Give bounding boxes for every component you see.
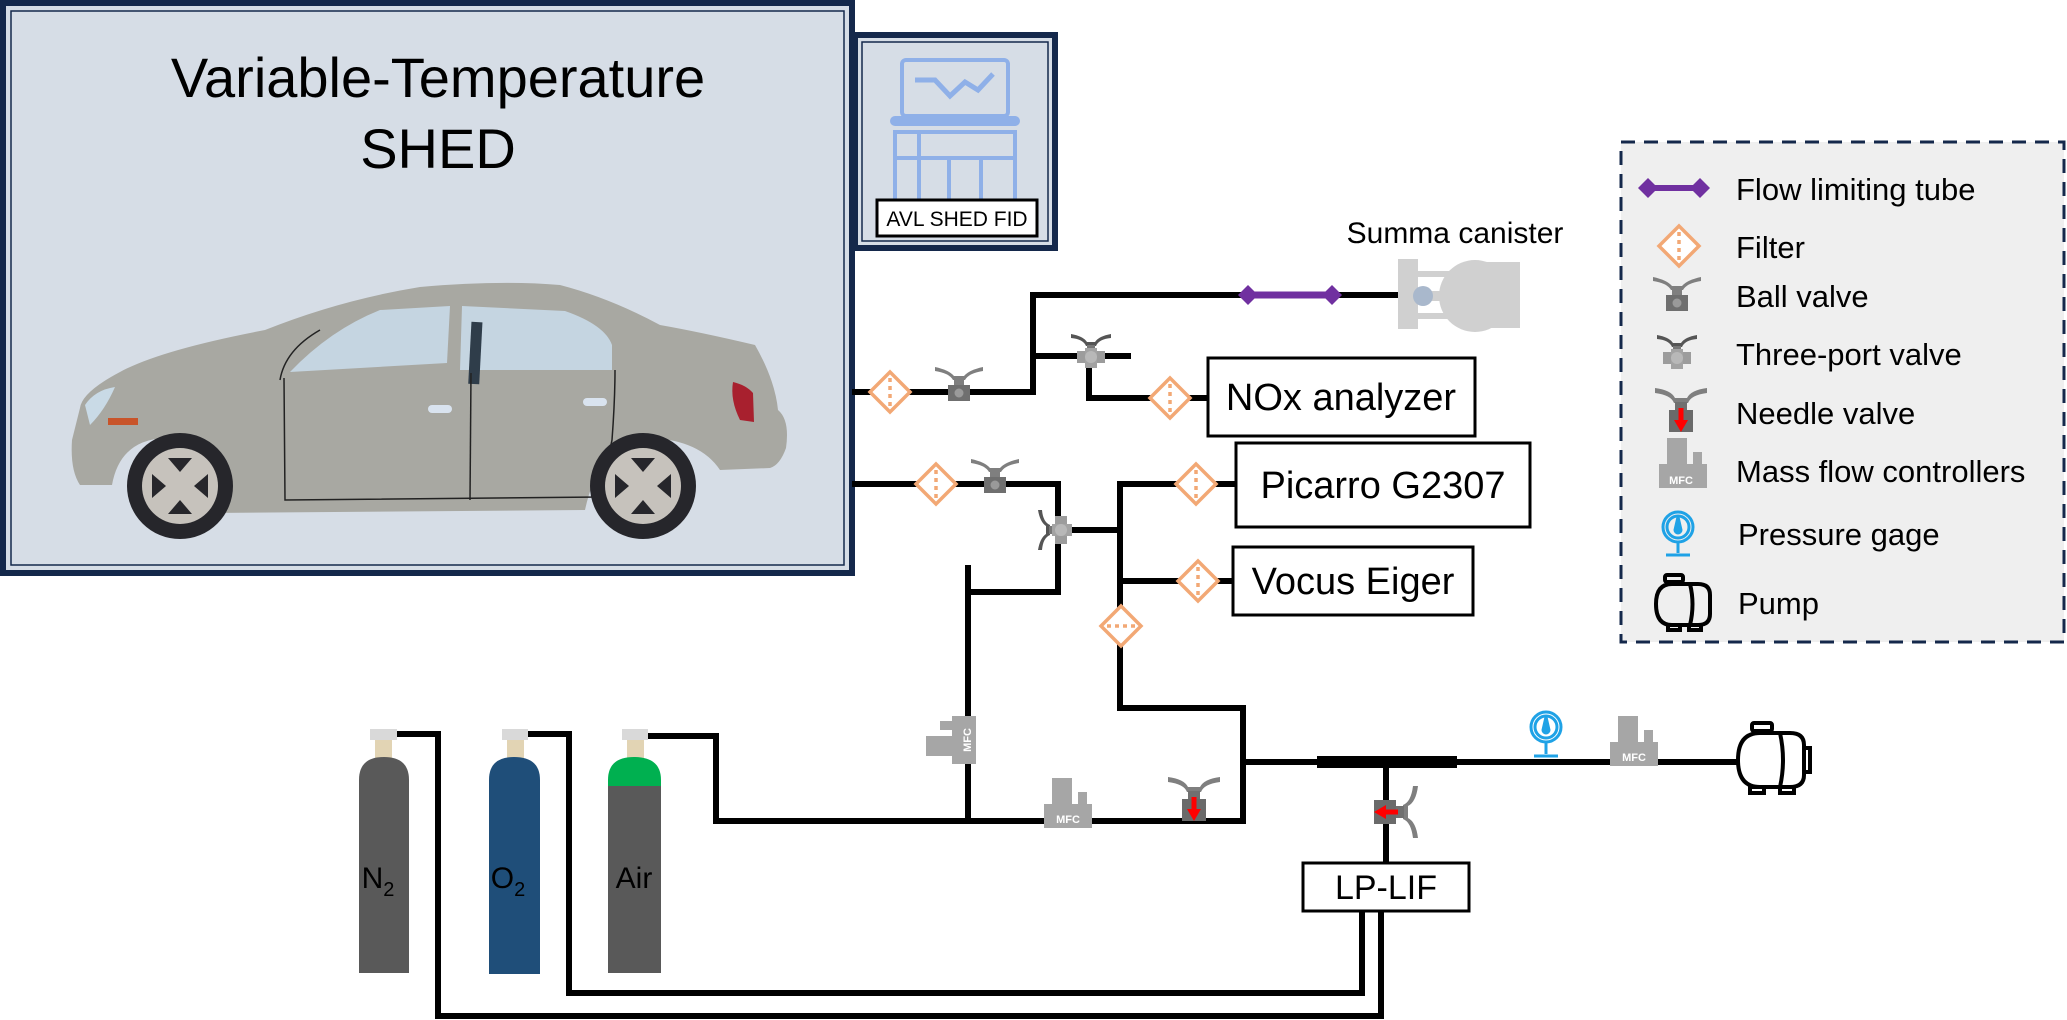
legend-pressure-gage-icon [1661,510,1695,557]
filter-icon [1099,604,1143,648]
needle-valve-icon [1168,777,1220,821]
flow-limiting-tube [1238,285,1342,305]
n2-label: N [362,862,384,895]
shed-enclosure: Variable-Temperature SHED [0,0,855,576]
three-port-valve-icon [1071,334,1111,368]
cylinder-air: Air [608,729,661,973]
three-port-valve-icon [1038,510,1072,550]
legend: MFC Flow limiting tube Filter Ball valve… [1619,140,2066,644]
ball-valve-icon [935,367,983,401]
legend-pump-icon [1653,573,1712,632]
mfc-icon: MFC [1610,716,1658,766]
vocus-eiger: Vocus Eiger [1231,545,1475,617]
legend-label-three-port-valve: Three-port valve [1736,337,1962,372]
lp-lif: LP-LIF [1301,861,1471,913]
lplif-label: LP-LIF [1335,869,1437,907]
rear-wheel [590,433,696,539]
legend-label-ball-valve: Ball valve [1736,279,1869,314]
ball-valve-icon [971,459,1019,493]
legend-label-pump: Pump [1738,586,1819,621]
vocus-label: Vocus Eiger [1252,561,1455,603]
svg-text:O2: O2 [491,862,525,901]
needle-valve-icon [1374,786,1418,838]
svg-text:MFC: MFC [1056,814,1080,826]
avl-shed-fid: AVL SHED FID [852,32,1058,251]
filter-icon [1148,376,1192,420]
car-illustration [71,282,787,539]
nox-label: NOx analyzer [1226,377,1457,419]
cylinder-n2: N2 [359,729,409,973]
svg-text:MFC: MFC [1669,475,1693,487]
filter-icon [868,370,912,414]
filter-icon [914,462,958,506]
legend-label-mfc: Mass flow controllers [1736,454,2025,489]
legend-label-flow-tube: Flow limiting tube [1736,172,1975,207]
filter-icon [1174,462,1218,506]
legend-label-filter: Filter [1736,230,1805,265]
pump-icon [1735,721,1812,795]
legend-flow-tube-icon [1638,178,1710,198]
mfc-icon: MFC [1044,778,1092,828]
computer-icon [890,58,1020,216]
picarro-label: Picarro G2307 [1260,465,1505,507]
summa-canister: Summa canister [1347,217,1564,332]
air-label: Air [616,862,653,895]
svg-text:N2: N2 [362,862,395,901]
filter-icon [1176,559,1220,603]
pressure-gage-icon [1529,710,1563,758]
svg-text:MFC: MFC [962,728,974,752]
svg-text:MFC: MFC [1622,752,1646,764]
legend-label-needle-valve: Needle valve [1736,396,1915,431]
cylinder-o2: O2 [489,729,540,974]
legend-mfc-icon: MFC [1659,438,1707,488]
front-wheel [127,433,233,539]
summa-label: Summa canister [1347,217,1564,250]
avl-label: AVL SHED FID [886,208,1027,231]
nox-analyzer: NOx analyzer [1206,356,1477,438]
legend-label-pressure-gage: Pressure gage [1738,517,1940,552]
o2-label: O [491,862,514,895]
shed-title-line2: SHED [360,117,516,180]
shed-title-line1: Variable-Temperature [171,46,705,109]
picarro-g2307: Picarro G2307 [1234,441,1532,529]
mfc-icon: MFC [926,716,976,764]
